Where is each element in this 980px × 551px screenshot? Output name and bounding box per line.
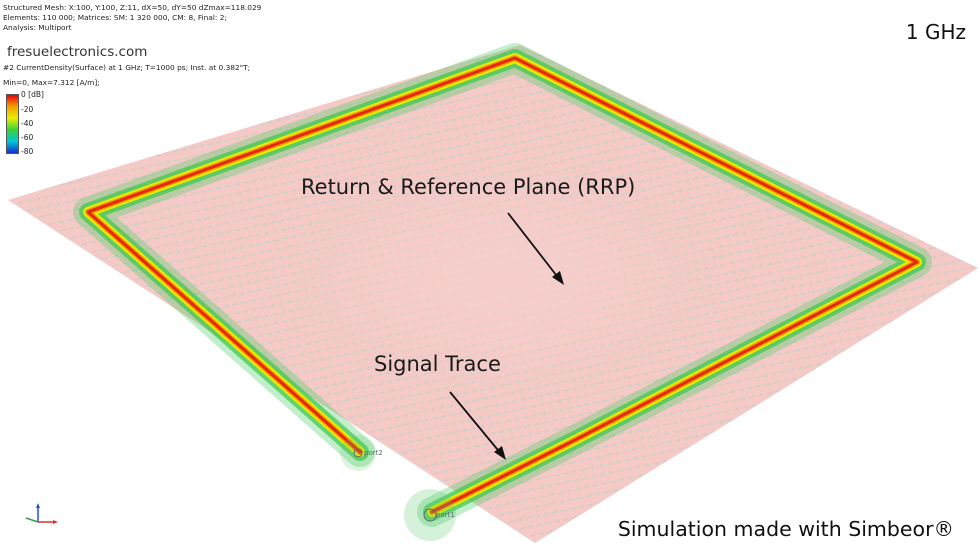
elements-info: Elements: 110 000; Matrices: SM: 1 320 0… (3, 13, 227, 22)
colorbar-tick: -80 (21, 147, 34, 156)
mesh-info: Structured Mesh: X:100, Y:100, Z:11, dX=… (3, 3, 262, 12)
signal-trace-annotation: Signal Trace (374, 352, 501, 376)
port1-label: port1 (436, 511, 455, 519)
signal-trace (73, 43, 932, 527)
analysis-info: Analysis: Multiport (3, 23, 72, 32)
min-max-info: Min=0, Max=7.312 [A/m]; (3, 78, 100, 87)
rrp-annotation: Return & Reference Plane (RRP) (301, 175, 636, 199)
axis-triad-icon (25, 503, 58, 524)
port1-marker (404, 489, 456, 541)
colorbar-tick: -40 (21, 119, 34, 128)
rrp-arrow (507, 212, 564, 285)
colorbar-tick: -60 (21, 133, 34, 142)
signal-arrow (449, 391, 506, 460)
watermark: fresuelectronics.com (7, 44, 148, 60)
port2-label: port2 (364, 449, 383, 457)
current-density-info: #2 CurrentDensity(Surface) at 1 GHz; T=1… (3, 63, 251, 72)
frequency-label: 1 GHz (905, 20, 966, 44)
colorbar-tick: -20 (21, 105, 34, 114)
plane-center (270, 160, 730, 400)
colorbar-tick: 0 [dB] (21, 90, 44, 99)
port2-marker (340, 435, 376, 471)
colorbar (6, 94, 19, 154)
credit-text: Simulation made with Simbeor® (617, 517, 954, 541)
